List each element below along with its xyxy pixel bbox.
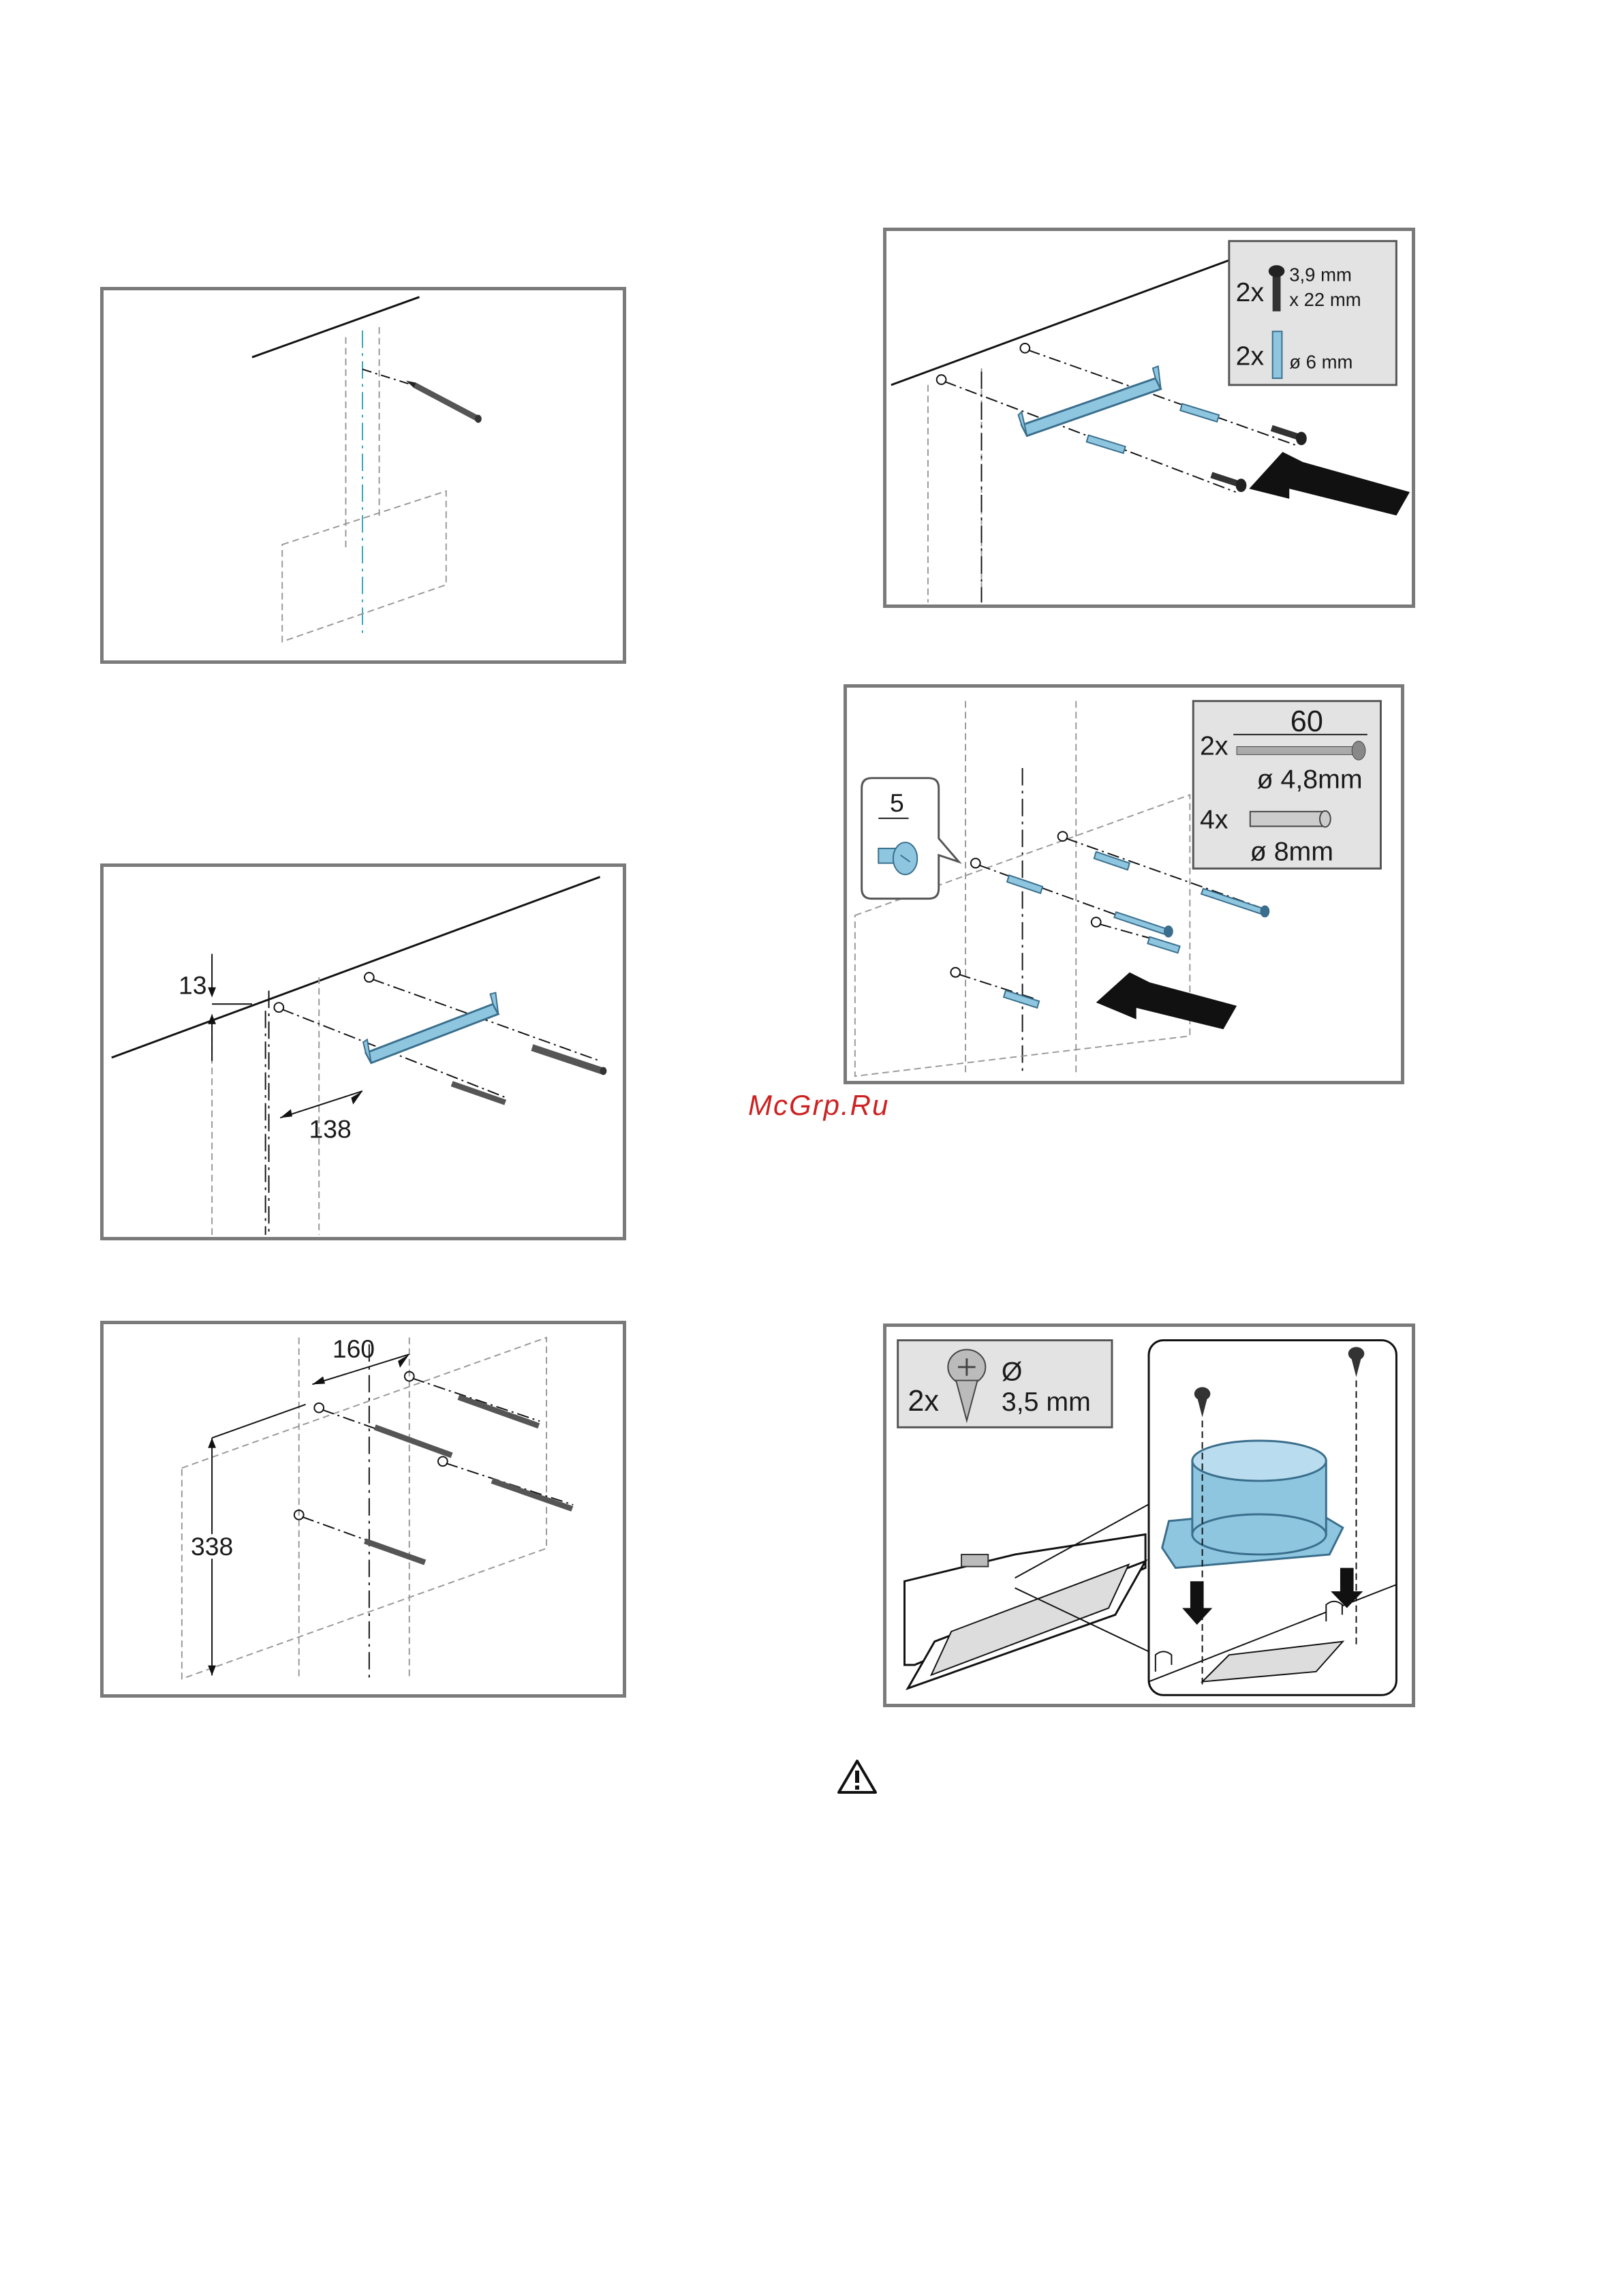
dimension-138-label: 138 (309, 1115, 351, 1144)
screw-axis (979, 865, 1137, 922)
drill-hole (971, 859, 980, 868)
screw-length-label: 60 (1290, 705, 1323, 738)
hood-outline-box (182, 1338, 546, 1679)
pin-icon (457, 1394, 540, 1428)
panel-air-outlet: 2x Ø 3,5 mm (883, 1323, 1415, 1707)
air-outlet-illustration: 2x Ø 3,5 mm (886, 1327, 1412, 1704)
watermark: McGrp.Ru (748, 1089, 889, 1122)
dimension-13-label: 13 (179, 971, 207, 1000)
pencil-icon (406, 381, 482, 423)
mounting-bracket (1019, 366, 1161, 435)
screw-diameter-label: ø 4,8mm (1257, 764, 1363, 794)
dowel-icon (1004, 990, 1039, 1008)
screw-diameter-label: 3,5 mm (1002, 1387, 1091, 1417)
dimension-arrow (208, 1666, 216, 1676)
dowel-icon (1087, 435, 1126, 454)
dimension-338-label: 338 (191, 1532, 233, 1561)
dimension-160-label: 160 (333, 1334, 375, 1363)
bracket-dimensions-illustration: 13 138 (104, 867, 623, 1237)
pin-icon (364, 1538, 426, 1565)
screw-icon (1114, 912, 1173, 937)
drill-hole (314, 1403, 324, 1413)
dimension-arrow (280, 1109, 292, 1118)
dimension-line (280, 1091, 362, 1118)
pin-icon (374, 1424, 453, 1458)
panel-marking-line (100, 287, 626, 664)
dimension-arrow (208, 1438, 216, 1448)
detail-callout (862, 778, 959, 899)
drill-hole (937, 375, 946, 384)
screw-diameter-symbol: Ø (1002, 1357, 1023, 1387)
pin-icon (491, 1478, 574, 1512)
direction-arrow (1096, 973, 1237, 1030)
hood-outline-box (282, 491, 446, 642)
dimension-arrow (312, 1377, 325, 1385)
dowel-count-label: 4x (1200, 804, 1228, 834)
drill-hole (950, 968, 960, 977)
warning-icon (837, 1758, 878, 1795)
screw-axis (959, 975, 1036, 999)
screw-count-label: 2x (908, 1385, 939, 1418)
drill-hole (1092, 917, 1101, 927)
mounting-bracket (363, 993, 498, 1063)
direction-arrow (1249, 452, 1410, 515)
dowel-size-label: ø 6 mm (1289, 351, 1352, 372)
screw-icon (1201, 889, 1269, 917)
panel-bracket-dimensions: 13 138 (100, 863, 626, 1240)
screw-count-label: 2x (1200, 731, 1228, 761)
mark-line (362, 369, 409, 384)
drill-hole (274, 1002, 283, 1012)
screw-count-label: 2x (1236, 277, 1265, 307)
dowel-icon (1007, 875, 1042, 893)
panel-bracket-mounting: 2x 3,9 mm x 22 mm 2x ø 6 mm (883, 228, 1415, 608)
bracket-mounting-illustration: 2x 3,9 mm x 22 mm 2x ø 6 mm (886, 231, 1412, 604)
screw-size-label-1: 3,9 mm (1289, 264, 1352, 286)
drill-hole (438, 1456, 448, 1466)
panel-drilling-positions: 160 338 (100, 1321, 626, 1698)
drilling-positions-illustration: 160 338 (104, 1324, 623, 1694)
ceiling-edge (252, 297, 419, 357)
drill-hole (1058, 831, 1068, 841)
ceiling-edge (891, 258, 1236, 385)
dowel-diameter-label: ø 8mm (1250, 837, 1333, 867)
hood-body (904, 1534, 1145, 1688)
dowel-count-label: 2x (1236, 341, 1265, 371)
dowel-icon (1273, 331, 1282, 378)
dimension-arrow (208, 988, 216, 998)
screw-size-label-2: x 22 mm (1289, 289, 1361, 310)
drill-hole (365, 973, 374, 982)
wall-screws-illustration: 5 2x 60 ø 4,8mm 4x ø 8mm (847, 688, 1401, 1081)
drill-hole (1020, 343, 1030, 353)
ceiling-edge (112, 877, 600, 1058)
detail-dim-label: 5 (890, 789, 904, 817)
pin-axis (413, 1379, 540, 1422)
dowel-icon (1180, 403, 1219, 422)
panel-wall-screws: 5 2x 60 ø 4,8mm 4x ø 8mm (844, 684, 1404, 1084)
dowel-icon (1147, 937, 1179, 953)
dimension-line (212, 1405, 305, 1438)
pin-icon (451, 1081, 506, 1105)
dowel-icon (1250, 811, 1331, 827)
marking-line-illustration (104, 290, 623, 660)
